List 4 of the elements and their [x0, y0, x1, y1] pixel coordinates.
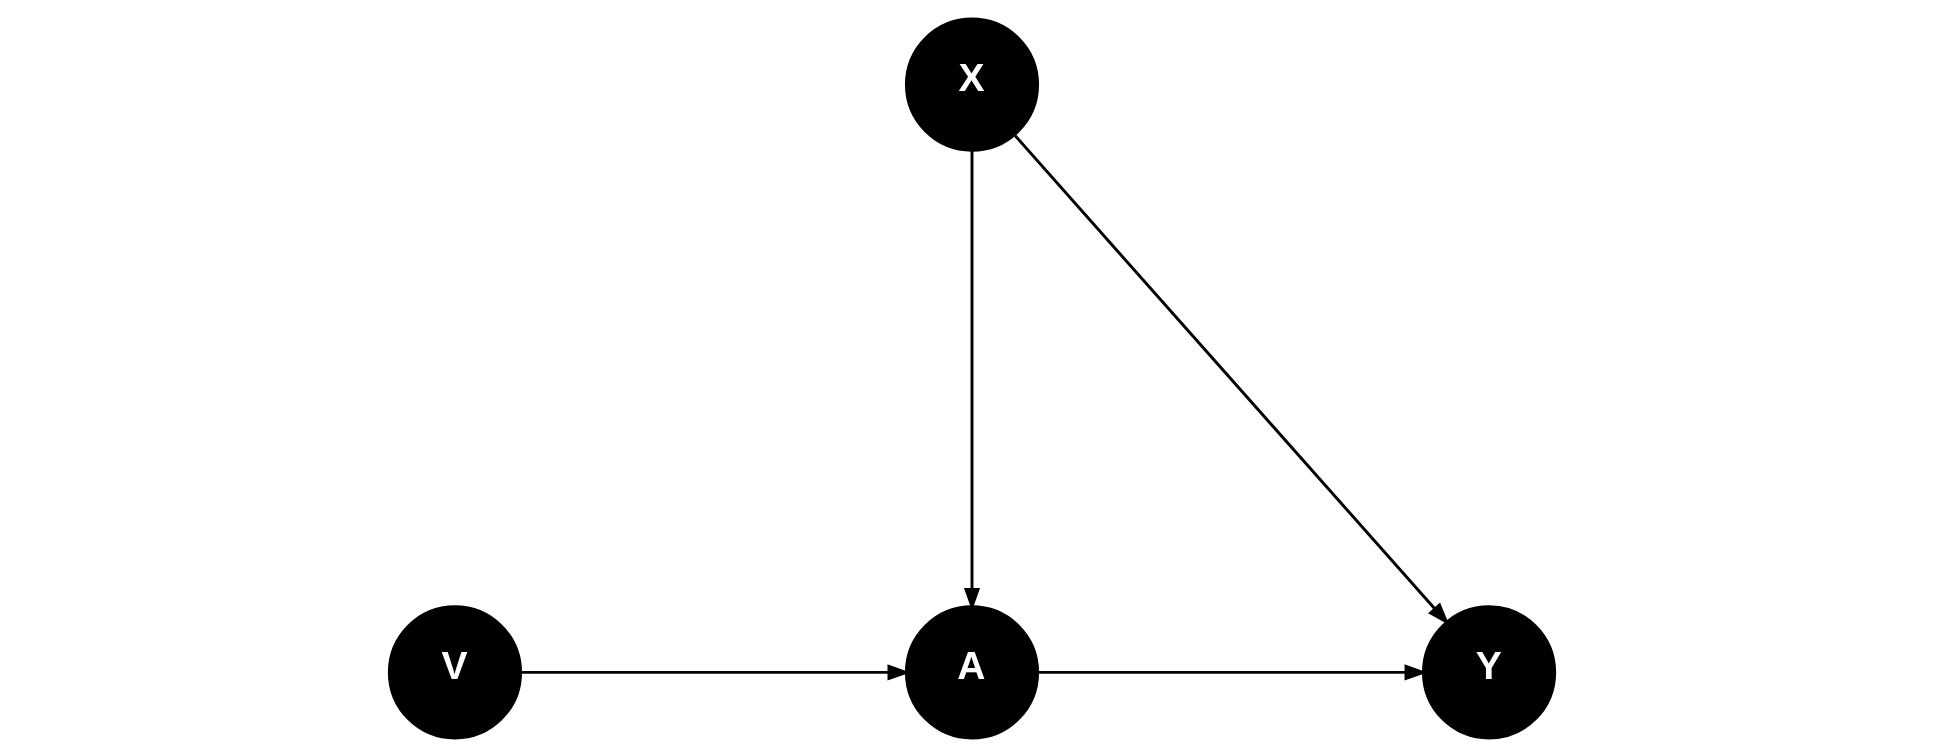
node-circle: X — [904, 17, 1040, 152]
arrow — [1014, 134, 1450, 625]
node-circle: A — [904, 604, 1040, 739]
node-circle: V — [387, 604, 522, 739]
